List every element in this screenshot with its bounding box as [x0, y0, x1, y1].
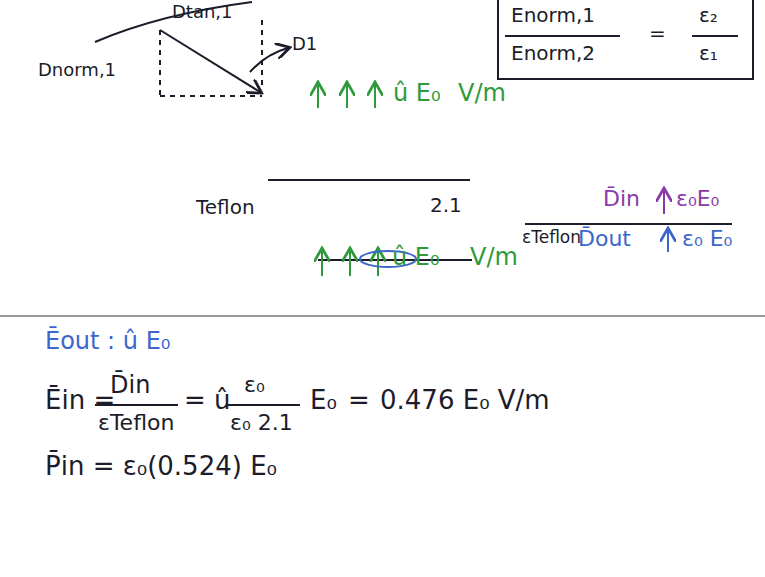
dashed-tangent	[160, 95, 262, 97]
d-in-arrow	[663, 190, 665, 214]
handwritten-label: Ēout : û E₀	[45, 328, 170, 356]
handwritten-label: 0.476 E₀ V/m	[380, 386, 550, 416]
handwritten-label: ε₀ E₀	[682, 226, 732, 251]
handwritten-label: D̄in	[110, 372, 150, 400]
formula-term: ε₂	[699, 4, 718, 27]
handwritten-label: εTeflon	[98, 410, 174, 435]
handwritten-label: 2.1	[430, 194, 462, 217]
pointer-arrow	[250, 48, 288, 72]
handwritten-label: D̄in	[603, 186, 640, 211]
formula-term: Enorm,2	[511, 42, 595, 65]
formula-box: Enorm,1Enorm,2 = ε₂ ε₁	[497, 0, 754, 80]
handwritten-label: Dnorm,1	[38, 60, 116, 81]
formula-term: ε₁	[699, 42, 718, 65]
handwritten-label: =	[348, 386, 370, 416]
fraction-bar	[226, 404, 300, 406]
formula-term: Enorm,1	[511, 4, 595, 27]
d-vector	[160, 30, 260, 92]
formula-term: =	[649, 22, 666, 45]
handwritten-label: P̄in = ε₀(0.524) E₀	[45, 452, 277, 482]
handwritten-label: û E₀	[392, 244, 440, 272]
handwritten-label: ε₀E₀	[676, 186, 719, 211]
dashed-normal	[159, 30, 161, 96]
handwritten-label: εTeflon	[522, 228, 581, 248]
field-arrows-top	[318, 84, 375, 108]
handwritten-label: Dtan,1	[172, 2, 233, 23]
dashed-guide	[261, 20, 263, 90]
boundary-curve	[95, 2, 252, 42]
handwritten-label: V/m	[470, 244, 518, 272]
divider	[0, 315, 765, 317]
handwritten-label: D1	[292, 34, 317, 55]
handwritten-label: û E₀	[393, 80, 441, 108]
handwritten-label: E₀	[310, 386, 337, 416]
fraction-bar	[505, 35, 620, 37]
fraction-bar	[692, 35, 738, 37]
handwritten-label: ε₀	[244, 372, 265, 397]
handwritten-label: Teflon	[196, 196, 255, 219]
d-out-arrow	[667, 230, 669, 252]
handwritten-label: D̄out	[578, 226, 631, 251]
handwritten-label: ε₀ 2.1	[230, 410, 293, 435]
handwritten-label: V/m	[458, 80, 506, 108]
handwritten-label: = û	[184, 386, 231, 416]
